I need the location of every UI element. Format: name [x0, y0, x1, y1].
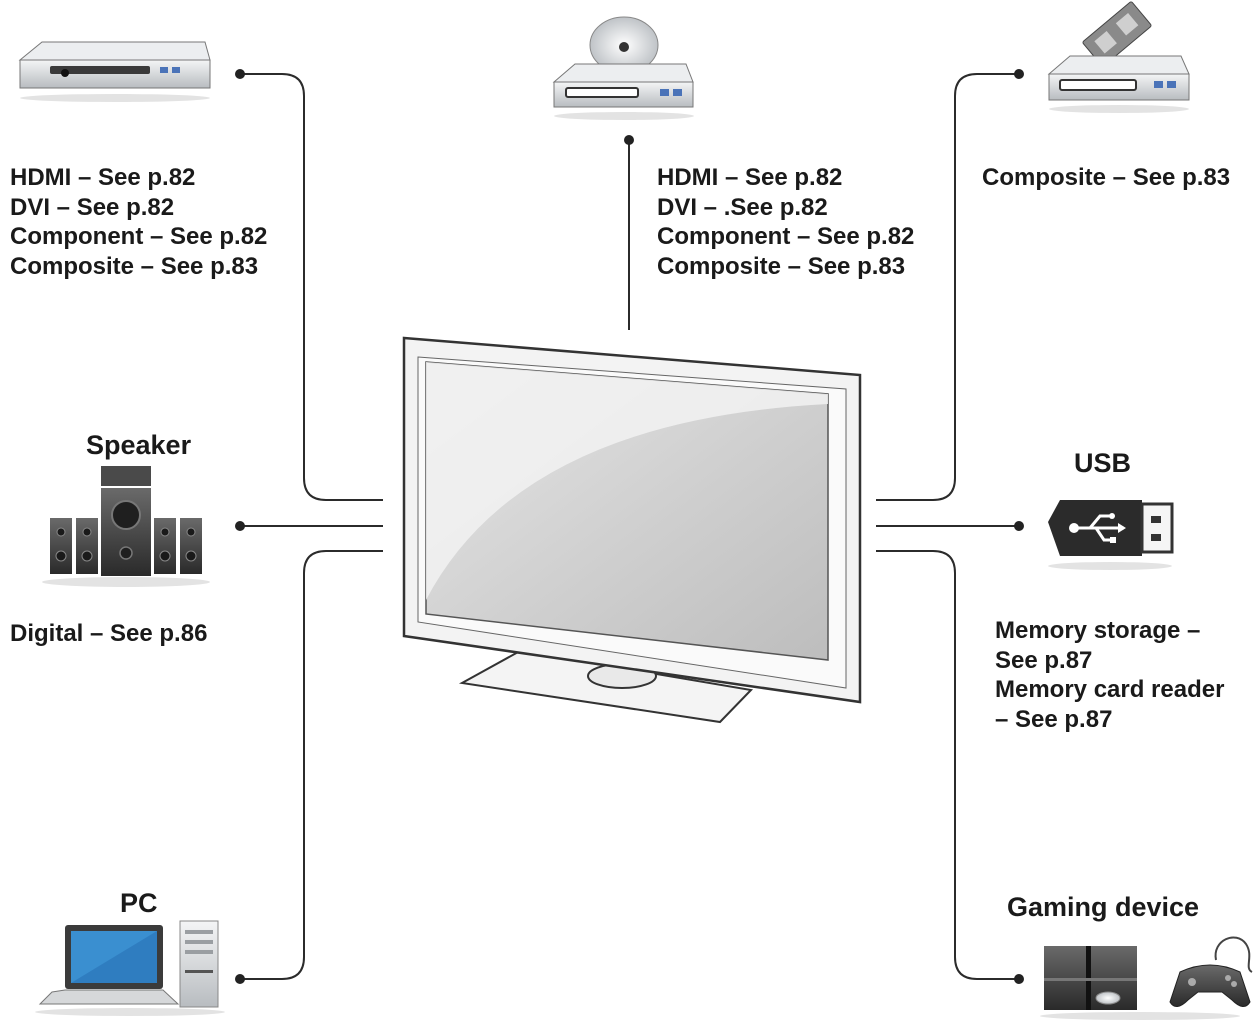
- blu-ray-player-icon: [18, 41, 211, 102]
- usb-line-memory-storage: Memory storage –: [995, 617, 1201, 644]
- line-gaming: [876, 550, 1019, 980]
- blu-ray-line-composite: Composite – See p.83: [10, 252, 259, 280]
- vcr-connections: Composite – See p.83: [982, 163, 1230, 193]
- connector-dots: [235, 69, 1024, 984]
- tv-icon: [402, 336, 862, 724]
- line-pc: [240, 550, 383, 980]
- blu-ray-line-dvi: DVI – See p.82: [10, 193, 175, 221]
- connector-lines: [240, 73, 1019, 980]
- blu-ray-player-connections: HDMI – See p.82 DVI – See p.82 Component…: [10, 163, 267, 281]
- blu-ray-line-component: Component – See p.82: [10, 223, 268, 250]
- gaming-device-title: Gaming device: [1007, 892, 1200, 922]
- dot-pc: [235, 974, 245, 984]
- dot-gaming: [1014, 974, 1024, 984]
- usb-line-page-87: See p.87: [995, 646, 1093, 674]
- usb-drive-icon: [1048, 500, 1174, 570]
- vcr-icon: [1047, 1, 1190, 113]
- usb-title: USB: [1074, 448, 1132, 478]
- usb-line-card-reader: Memory card reader: [995, 676, 1225, 703]
- dot-vcr: [1014, 69, 1024, 79]
- speaker-title: Speaker: [86, 430, 192, 460]
- dvd-line-hdmi: HDMI – See p.82: [657, 164, 843, 191]
- dot-blu-ray: [235, 69, 245, 79]
- dot-dvd: [624, 135, 634, 145]
- pc-title: PC: [120, 888, 158, 918]
- usb-line-card-reader-page: – See p.87: [995, 705, 1113, 733]
- dvd-line-composite: Composite – See p.83: [657, 252, 906, 280]
- speaker-line-digital: Digital – See p.86: [10, 620, 208, 647]
- dot-speaker: [235, 521, 245, 531]
- line-blu-ray: [240, 73, 383, 501]
- speaker-system-icon: [42, 466, 210, 587]
- usb-connections: Memory storage – See p.87 Memory card re…: [995, 616, 1224, 734]
- blu-ray-line-hdmi: HDMI – See p.82: [10, 164, 196, 191]
- speaker-connections: Digital – See p.86: [10, 619, 207, 649]
- pc-laptop-icon: [35, 920, 225, 1016]
- dvd-player-connections: HDMI – See p.82 DVI – .See p.82 Componen…: [657, 163, 914, 281]
- dvd-line-component: Component – See p.82: [657, 223, 915, 250]
- game-console-icon: [1040, 936, 1253, 1020]
- vcr-line-composite: Composite – See p.83: [982, 164, 1231, 191]
- line-vcr: [876, 73, 1019, 501]
- dvd-player-icon: [552, 16, 694, 120]
- dot-usb: [1014, 521, 1024, 531]
- dvd-line-dvi: DVI – .See p.82: [657, 193, 828, 221]
